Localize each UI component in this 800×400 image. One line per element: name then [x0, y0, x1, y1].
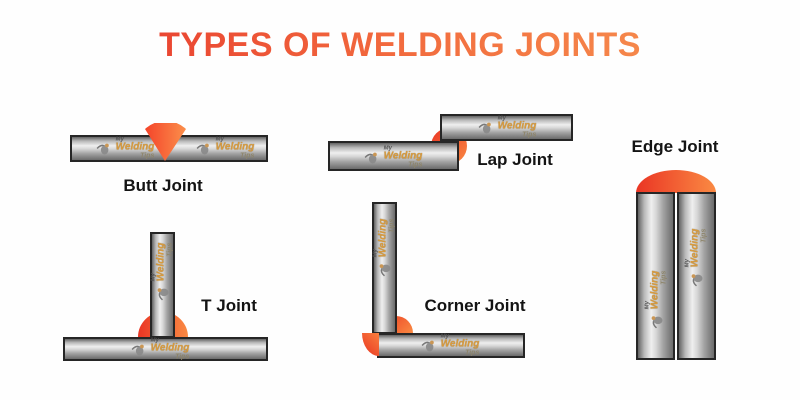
corner-joint-label: Corner Joint [424, 296, 526, 315]
lap-joint-top-bar [440, 114, 573, 141]
butt-joint-weld-bead [145, 123, 186, 161]
t-joint-vertical-bar [150, 232, 175, 338]
t-joint-horizontal-bar [63, 337, 268, 361]
corner-joint-outer-weld-bead [362, 333, 379, 356]
corner-joint-horizontal-bar [377, 333, 525, 358]
edge-joint-right-bar [677, 192, 716, 360]
corner-joint-vertical-bar [372, 202, 397, 334]
lap-joint-label: Lap Joint [477, 150, 553, 169]
t-joint-label: T Joint [201, 296, 257, 315]
butt-joint-label: Butt Joint [123, 176, 203, 195]
lap-joint-bottom-bar [328, 141, 459, 171]
edge-joint-left-bar [636, 192, 675, 360]
page-title: TYPES OF WELDING JOINTS [0, 26, 800, 65]
edge-joint-label: Edge Joint [631, 137, 719, 156]
corner-joint-inner-weld-bead [396, 316, 413, 333]
edge-joint-weld-bead [636, 170, 716, 193]
